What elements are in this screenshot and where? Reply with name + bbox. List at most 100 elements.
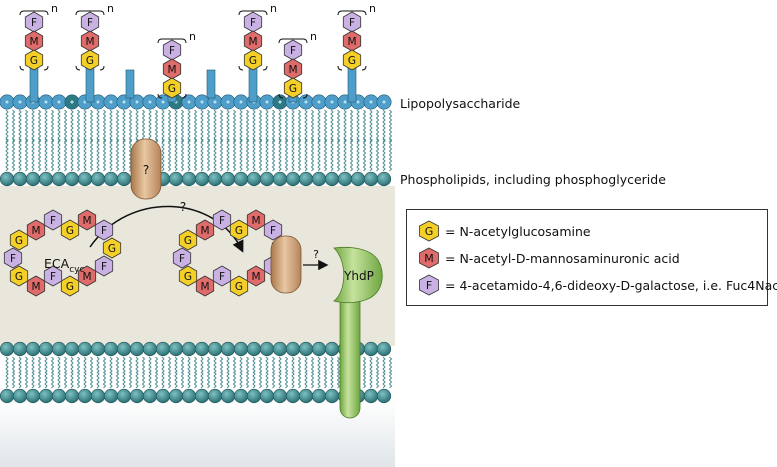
svg-text:F: F bbox=[101, 261, 107, 273]
glcnac-hexagon-icon: G bbox=[419, 220, 439, 242]
svg-text:M: M bbox=[200, 281, 209, 293]
svg-text:G: G bbox=[108, 243, 116, 255]
legend-m-name: N-acetyl-D-mannosaminuronic acid bbox=[459, 250, 680, 266]
outer-membrane-lipid-tails bbox=[5, 109, 393, 172]
repeat-n-label: n bbox=[310, 30, 317, 43]
sugar-f-hexagon: F bbox=[342, 11, 362, 33]
svg-text:F: F bbox=[219, 215, 225, 227]
sugar-m-hexagon: M bbox=[162, 58, 182, 80]
svg-text:G: G bbox=[289, 83, 297, 95]
svg-text:F: F bbox=[179, 253, 185, 265]
svg-text:M: M bbox=[248, 36, 257, 48]
svg-text:M: M bbox=[31, 281, 40, 293]
yhdp-label: YhdP bbox=[343, 269, 374, 283]
svg-text:M: M bbox=[288, 64, 297, 76]
svg-text:M: M bbox=[29, 36, 38, 48]
svg-text:F: F bbox=[219, 271, 225, 283]
sugar-m-hexagon: M bbox=[342, 30, 362, 52]
repeat-n-label: n bbox=[270, 2, 277, 15]
sugar-f-hexagon: F bbox=[94, 255, 114, 277]
phospholipids-label: Phospholipids, including phosphoglycerid… bbox=[400, 172, 666, 187]
svg-text:G: G bbox=[30, 55, 38, 67]
svg-text:M: M bbox=[251, 215, 260, 227]
svg-text:F: F bbox=[169, 45, 175, 57]
svg-text:M: M bbox=[82, 215, 91, 227]
yhdp-tail bbox=[339, 289, 361, 419]
svg-text:F: F bbox=[270, 225, 276, 237]
repeat-n-label: n bbox=[369, 2, 376, 15]
svg-text:M: M bbox=[200, 225, 209, 237]
sugar-f-hexagon: F bbox=[24, 11, 44, 33]
svg-text:G: G bbox=[184, 271, 192, 283]
sugar-m-hexagon: M bbox=[246, 265, 266, 287]
outer-membrane bbox=[0, 94, 393, 187]
sugar-f-hexagon: F bbox=[263, 219, 283, 241]
svg-text:M: M bbox=[82, 271, 91, 283]
legend-row-f: F = 4-acetamido-4,6-dideoxy-D-galactose,… bbox=[417, 274, 777, 296]
sugar-legend: G = N-acetylglucosamine M = N-acetyl-D-m… bbox=[406, 209, 777, 306]
sugar-f-hexagon: F bbox=[43, 265, 63, 287]
lps-label: Lipopolysaccharide bbox=[400, 96, 521, 111]
svg-text:M: M bbox=[31, 225, 40, 237]
sugar-m-hexagon: M bbox=[77, 265, 97, 287]
mannac-hexagon-icon: M bbox=[419, 247, 439, 269]
svg-text:F: F bbox=[10, 253, 16, 265]
svg-text:F: F bbox=[31, 17, 37, 29]
svg-text:G: G bbox=[235, 225, 243, 237]
sugar-f-hexagon: F bbox=[43, 209, 63, 231]
sugar-m-hexagon: M bbox=[80, 30, 100, 52]
svg-text:M: M bbox=[424, 252, 434, 265]
sugar-f-hexagon: F bbox=[172, 247, 192, 269]
inner-membrane bbox=[0, 341, 393, 404]
sugar-m-hexagon: M bbox=[24, 30, 44, 52]
legend-row-m: M = N-acetyl-D-mannosaminuronic acid bbox=[417, 247, 680, 269]
sugar-f-hexagon: F bbox=[94, 219, 114, 241]
svg-text:M: M bbox=[167, 64, 176, 76]
periplasm-region bbox=[0, 186, 395, 346]
sugar-m-hexagon: M bbox=[246, 209, 266, 231]
yhdp-protein: YhdP bbox=[333, 246, 383, 419]
svg-text:F: F bbox=[50, 271, 56, 283]
sugar-f-hexagon: F bbox=[3, 247, 23, 269]
svg-text:F: F bbox=[101, 225, 107, 237]
outer-membrane-inner-leaflet bbox=[0, 171, 392, 187]
svg-text:F: F bbox=[426, 279, 432, 292]
svg-text:G: G bbox=[425, 225, 434, 238]
svg-text:F: F bbox=[87, 17, 93, 29]
sugar-g-hexagon: G bbox=[283, 77, 303, 99]
sugar-m-hexagon: M bbox=[77, 209, 97, 231]
sugar-g-hexagon: G bbox=[243, 49, 263, 71]
svg-text:M: M bbox=[85, 36, 94, 48]
svg-text:F: F bbox=[50, 215, 56, 227]
sugar-g-hexagon: G bbox=[24, 49, 44, 71]
sugar-f-hexagon: F bbox=[212, 265, 232, 287]
outer-membrane-transporter: ? bbox=[130, 138, 162, 200]
eca-cyc-label: ECAcyc bbox=[44, 256, 84, 275]
sugar-g-hexagon: G bbox=[178, 265, 198, 287]
svg-text:G: G bbox=[86, 55, 94, 67]
svg-text:F: F bbox=[349, 17, 355, 29]
svg-text:G: G bbox=[66, 225, 74, 237]
sugar-f-hexagon: F bbox=[212, 209, 232, 231]
svg-text:G: G bbox=[15, 271, 23, 283]
fuc4nac-hexagon-icon: F bbox=[419, 274, 439, 296]
yhdp-question-mark: ? bbox=[313, 248, 319, 261]
svg-text:M: M bbox=[251, 271, 260, 283]
svg-text:F: F bbox=[290, 45, 296, 57]
transporter-question-mark: ? bbox=[143, 163, 149, 177]
lps-core-stub bbox=[125, 69, 135, 99]
sugar-g-hexagon: G bbox=[9, 265, 29, 287]
repeat-n-label: n bbox=[51, 2, 58, 15]
sugar-g-hexagon: G bbox=[342, 49, 362, 71]
svg-text:G: G bbox=[235, 281, 243, 293]
svg-text:G: G bbox=[184, 235, 192, 247]
sugar-g-hexagon: G bbox=[162, 77, 182, 99]
svg-text:G: G bbox=[15, 235, 23, 247]
